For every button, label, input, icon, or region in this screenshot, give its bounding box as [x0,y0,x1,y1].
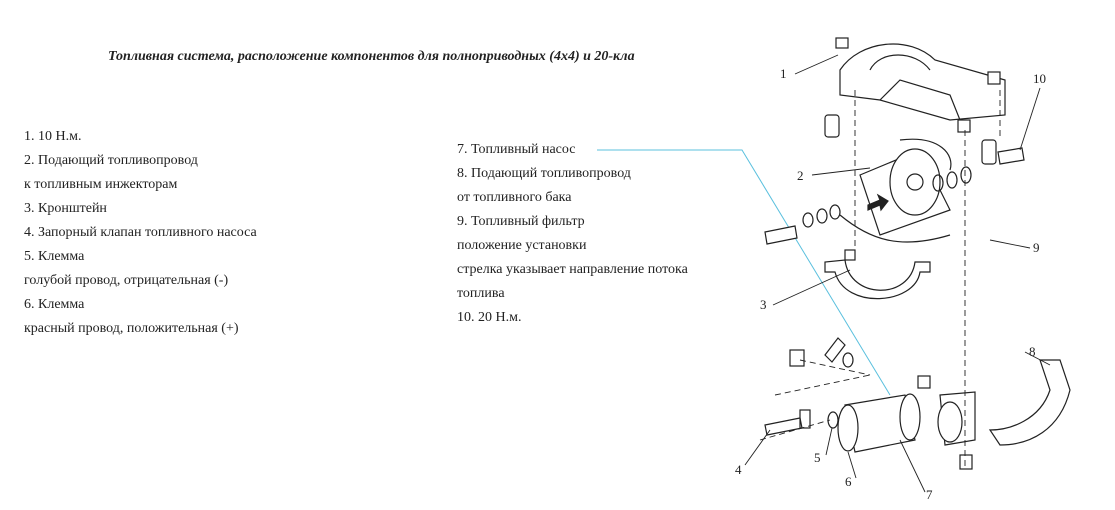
leader-line [597,149,891,396]
legend-item: 8. Подающий топливопровод [457,166,631,181]
legend-item: 5. Клемма [24,249,85,264]
upper-bracket [824,37,1006,138]
callout-6: 6 [845,474,852,489]
legend-item: 1. 10 Н.м. [24,129,82,144]
callout-leaders [744,54,1051,493]
legend-item: 3. Кронштейн [24,201,107,216]
legend-right: 7. Топливный насос 8. Подающий топливопр… [457,138,688,330]
callout-5: 5 [814,450,821,465]
assembly-axes [759,90,1001,470]
legend-item: от топливного бака [457,190,572,205]
legend-item: 4. Запорный клапан топливного насоса [24,225,257,240]
fuel-pump [764,337,1071,470]
legend-item: топлива [457,286,505,301]
callout-7: 7 [926,487,933,502]
callout-4: 4 [735,462,742,477]
fuel-filter [764,138,1025,245]
legend-item: голубой провод, отрицательная (-) [24,273,229,288]
diagram-title: Топливная система, расположение компонен… [108,49,635,64]
legend-item: 2. Подающий топливопровод [24,153,198,168]
legend-item: 6. Клемма [24,297,85,312]
callout-8: 8 [1029,344,1036,359]
callout-1: 1 [780,66,787,81]
legend-left: 1. 10 Н.м. 2. Подающий топливопровод к т… [24,125,257,341]
legend-item: 9. Топливный фильтр [457,214,585,229]
callout-9: 9 [1033,240,1040,255]
callout-10: 10 [1033,71,1046,86]
legend-item: к топливным инжекторам [24,177,178,192]
legend-item: стрелка указывает направление потока [457,262,688,277]
clamp-bracket [824,249,931,300]
legend-item: 10. 20 Н.м. [457,310,522,325]
legend-item: 7. Топливный насос [457,142,576,157]
legend-item: красный провод, положительная (+) [24,321,239,336]
legend-item: положение установки [457,238,587,253]
callout-2: 2 [797,168,804,183]
callout-3: 3 [760,297,767,312]
